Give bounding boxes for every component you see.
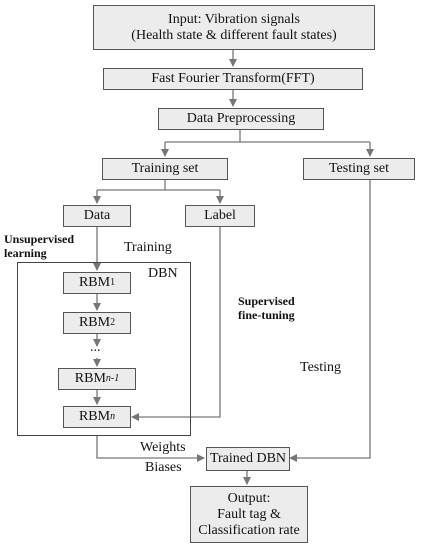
- supervised-line-1: Supervised: [238, 294, 295, 308]
- input-line-2: (Health state & different fault states): [131, 27, 337, 43]
- output-line-1: Output:: [227, 490, 271, 506]
- weights-label: Weights: [140, 440, 186, 455]
- biases-label: Biases: [145, 460, 182, 475]
- preprocessing-node: Data Preprocessing: [158, 108, 324, 130]
- input-node: Input: Vibration signals (Health state &…: [93, 5, 375, 50]
- label-node: Label: [185, 205, 255, 227]
- arrow-label-rbmn: [131, 227, 221, 421]
- arrow-testing-trained: [289, 180, 371, 462]
- output-line-3: Classification rate: [198, 522, 300, 538]
- output-node: Output: Fault tag & Classification rate: [190, 486, 308, 543]
- data-node: Data: [63, 205, 131, 227]
- testing-label: Testing: [300, 360, 342, 375]
- rbm-1-text: RBM: [78, 275, 111, 290]
- dbn-label: DBN: [148, 266, 178, 281]
- testing-set-node: Testing set: [303, 158, 415, 180]
- trained-dbn-node: Trained DBN: [206, 447, 290, 471]
- input-line-1: Input: Vibration signals: [168, 11, 300, 27]
- unsupervised-learning-label: Unsupervised learning: [4, 232, 74, 260]
- supervised-line-2: fine-tuning: [238, 308, 295, 322]
- rbm-n-minus-1-text: RBM: [74, 371, 106, 386]
- arrow-weights-biases: [96, 436, 205, 462]
- fft-node: Fast Fourier Transform(FFT): [103, 68, 363, 90]
- dbn-frame: [17, 262, 191, 436]
- rbm-2-text: RBM: [78, 315, 111, 330]
- rbm-ellipsis: ...: [90, 340, 101, 355]
- training-set-node: Training set: [102, 158, 228, 180]
- unsupervised-line-1: Unsupervised: [4, 232, 75, 246]
- unsupervised-line-2: learning: [4, 246, 47, 260]
- output-line-2: Fault tag &: [217, 506, 281, 522]
- training-label: Training: [124, 240, 172, 255]
- supervised-fine-tuning-label: Supervised fine-tuning: [238, 294, 295, 322]
- rbm-n-text: RBM: [78, 409, 111, 424]
